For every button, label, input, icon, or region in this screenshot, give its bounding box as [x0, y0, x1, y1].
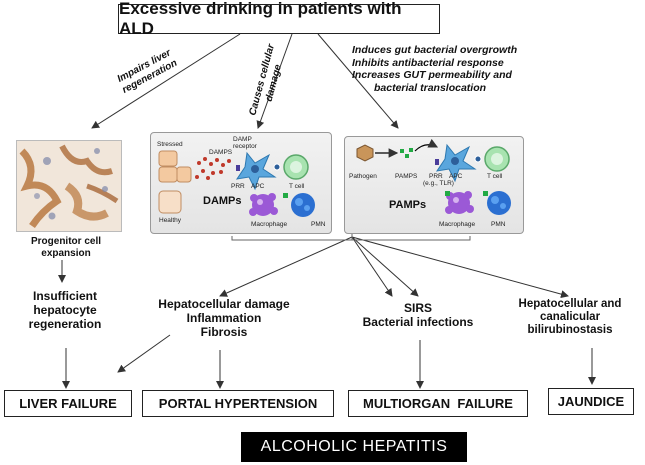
- portal-hypertension-box: PORTAL HYPERTENSION: [142, 390, 334, 417]
- macrophage-label: Macrophage: [251, 221, 288, 228]
- apc-label: APC: [251, 183, 265, 190]
- gut-effect-1: Induces gut bacterial overgrowth: [352, 44, 518, 56]
- gut-effect-3: Increases GUT permeability and: [352, 69, 512, 82]
- healthy-label: Healthy: [159, 217, 182, 224]
- prr-sub-label: (e.g., TLR): [423, 180, 454, 187]
- effect-canalicular: canalicular: [539, 311, 601, 324]
- pamps-panel: Pathogen PAMPS PRR (e.g., TLR) APC T cel…: [344, 136, 524, 234]
- effect-bacterial-infections: Bacterial infections: [362, 314, 474, 329]
- title-box: Excessive drinking in patients with ALD: [118, 0, 440, 38]
- multiorgan-failure-box: MULTIORGAN FAILURE: [348, 390, 528, 417]
- histology-stain-svg: [17, 141, 121, 231]
- macrophage-label-pamps: Macrophage: [439, 221, 476, 228]
- jaundice-box: JAUNDICE: [548, 388, 634, 415]
- damps-panel: Stressed Healthy DAMPS DAMP receptor PRR…: [150, 132, 332, 234]
- pmn-label: PMN: [311, 221, 326, 228]
- hepatocellular-damage: Hepatocellular damage Inflammation Fibro…: [144, 297, 304, 339]
- liver-failure-text: LIVER FAILURE: [19, 396, 117, 411]
- prr-label-pamps: PRR: [429, 173, 443, 180]
- damp-receptor-label: DAMP receptor: [233, 136, 257, 150]
- effect-bilirubinostasis: bilirubinostasis: [527, 324, 613, 337]
- alcoholic-hepatitis-banner: ALCOHOLIC HEPATITIS: [241, 432, 467, 462]
- pamps-illustration: [356, 138, 511, 215]
- tcell-label: T cell: [289, 183, 305, 190]
- damps-heading: DAMPs: [203, 195, 242, 207]
- portal-hypertension-text: PORTAL HYPERTENSION: [158, 396, 318, 411]
- effect-fibrosis: Fibrosis: [200, 324, 248, 339]
- stressed-label: Stressed: [157, 141, 183, 148]
- apc-label-pamps: APC: [449, 173, 463, 180]
- pathogen-label: Pathogen: [349, 173, 377, 180]
- multiorgan-failure-text: MULTIORGAN FAILURE: [363, 396, 513, 411]
- jaundice-text: JAUNDICE: [557, 394, 625, 409]
- pmn-label-pamps: PMN: [491, 221, 506, 228]
- gut-effect-2: Inhibits antibacterial response: [352, 56, 504, 69]
- gut-effects: Induces gut bacterial overgrowth Inhibit…: [352, 44, 642, 94]
- bilirubinostasis: Hepatocellular and canalicular bilirubin…: [500, 298, 640, 338]
- title-text: Excessive drinking in patients with ALD: [119, 0, 402, 38]
- sirs-infections: SIRS Bacterial infections: [348, 301, 488, 330]
- effect-hepatocellular-damage: Hepatocellular damage: [158, 297, 290, 311]
- histology-image: [16, 140, 122, 232]
- effect-hepatocellular-and: Hepatocellular and: [518, 298, 622, 310]
- pamps-heading: PAMPs: [389, 199, 427, 211]
- progenitor-label: Progenitor cell expansion: [30, 236, 101, 259]
- insufficient-regeneration: Insufficient hepatocyte regeneration: [28, 289, 102, 331]
- banner-text: ALCOHOLIC HEPATITIS: [260, 438, 448, 455]
- effect-sirs: SIRS: [403, 301, 432, 315]
- tcell-label-pamps: T cell: [487, 173, 503, 180]
- gut-effect-4: bacterial translocation: [374, 81, 487, 94]
- liver-failure-box: LIVER FAILURE: [4, 390, 132, 417]
- pamps-small-label: PAMPS: [395, 173, 418, 180]
- damps-illustration: [158, 150, 315, 217]
- prr-label: PRR: [231, 183, 245, 190]
- damps-small-label: DAMPS: [209, 149, 233, 156]
- effect-inflammation: Inflammation: [186, 310, 262, 325]
